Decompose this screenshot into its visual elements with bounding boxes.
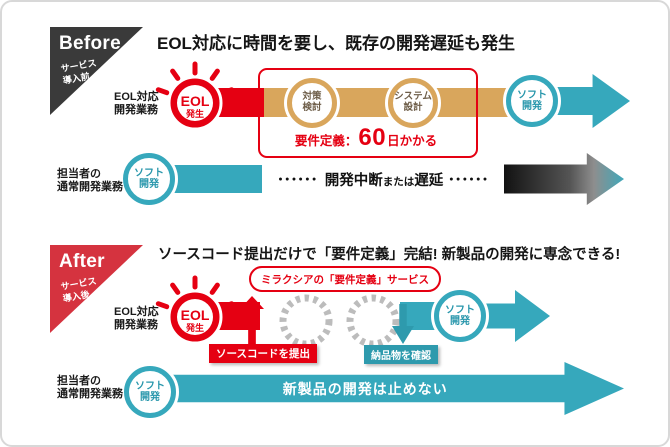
before-softdev-bottom-line1: ソフト — [134, 167, 164, 179]
before-softdev-top-line2: 開発 — [522, 101, 542, 112]
service-step-circle-1 — [279, 294, 333, 348]
before-softdev-top-line1: ソフト — [517, 89, 547, 101]
before-headline: EOL対応に時間を要し、既存の開発遅延も発生 — [157, 34, 515, 53]
after-eol-badge-line2: 発生 — [185, 322, 204, 333]
after-eol-badge-line1: EOL — [181, 307, 210, 323]
before-normal-task-line1: 担当者の — [57, 168, 101, 180]
before-eol-task-label-line1: EOL対応 — [114, 91, 159, 103]
before-interruption-note: ●●●●●● 開発中断 または 遅延 ●●●●●● — [262, 167, 506, 191]
interruption-text-2: または — [382, 175, 415, 188]
before-softdev-bottom-circle: ソフト 開発 — [123, 153, 175, 205]
before-step2-line1: システム — [394, 91, 432, 103]
before-eol-badge-line2: 発生 — [185, 108, 204, 119]
after-normal-task-line2: 通常開発業務 — [57, 388, 123, 401]
before-eol-task-label: EOL対応 開発業務 — [114, 91, 159, 117]
before-delay-gradient-arrow — [504, 153, 624, 205]
before-ribbon-title: Before — [59, 33, 121, 54]
after-softdev-bottom-line1: ソフト — [135, 380, 165, 392]
before-softdev-top-circle: ソフト 開発 — [506, 75, 558, 127]
before-step2-line2: 設計 — [403, 102, 423, 113]
before-softdev-bottom-line2: 開発 — [139, 179, 159, 190]
before-bottom-teal-bar — [167, 165, 262, 193]
before-normal-task-label: 担当者の 通常開発業務 — [57, 168, 123, 194]
after-softdev-top-circle: ソフト 開発 — [434, 290, 486, 342]
after-eol-burst-icon: EOL 発生 — [155, 275, 235, 345]
before-step1-line2: 検討 — [302, 102, 322, 113]
interruption-text-1: 開発中断 — [324, 172, 383, 189]
before-requirements-callout: 要件定義： 60 日かかる — [260, 124, 472, 152]
before-step-taisaku-circle: 対策 検討 — [287, 78, 337, 128]
after-eol-task-line1: EOL対応 — [114, 306, 159, 318]
after-softdev-bottom-circle: ソフト 開発 — [124, 366, 176, 418]
after-normal-task-line1: 担当者の — [57, 375, 101, 387]
before-ribbon-subtitle: サービス 導入前 — [60, 58, 100, 87]
burst-rays-icon — [155, 275, 235, 310]
callout-suffix: 日かかる — [387, 134, 438, 148]
callout-prefix: 要件定義： — [294, 134, 358, 148]
burst-rays-icon — [155, 61, 235, 96]
after-ribbon-title: After — [59, 251, 105, 272]
interruption-text-3: 遅延 — [414, 172, 444, 189]
before-step-system-circle: システム 設計 — [388, 78, 438, 128]
after-top-flow-arrow — [480, 290, 550, 342]
before-normal-task-line2: 通常開発業務 — [57, 181, 123, 194]
before-eol-task-label-line2: 開発業務 — [114, 104, 158, 117]
after-ribbon-subtitle: サービス 導入後 — [60, 276, 100, 305]
submit-source-tag: ソースコードを提出 — [209, 344, 317, 363]
dots-left: ●●●●●● — [278, 175, 319, 183]
after-eol-task-line2: 開発業務 — [114, 319, 158, 332]
confirm-deliverables-tag: 納品物を確認 — [364, 345, 438, 364]
before-step1-line1: 対策 — [302, 91, 322, 103]
no-stop-text: 新製品の開発は止めない — [282, 380, 448, 397]
after-softdev-bottom-line2: 開発 — [140, 392, 160, 403]
after-softdev-top-line1: ソフト — [445, 304, 475, 316]
after-normal-task-label: 担当者の 通常開発業務 — [57, 375, 123, 401]
after-eol-task-label: EOL対応 開発業務 — [114, 306, 159, 332]
after-no-stop-arrow: 新製品の開発は止めない — [166, 362, 624, 415]
dots-right: ●●●●●● — [449, 175, 490, 183]
after-headline: ソースコード提出だけで「要件定義」完結! 新製品の開発に専念できる! — [158, 247, 621, 263]
after-softdev-top-line2: 開発 — [450, 316, 470, 327]
before-eol-burst-icon: EOL 発生 — [155, 61, 235, 131]
before-top-flow-arrow — [552, 74, 630, 128]
service-step-circle-2 — [346, 294, 400, 348]
miraxia-service-pill: ミラクシアの「要件定義」サービス — [249, 266, 441, 292]
callout-days-number: 60 — [358, 124, 387, 151]
before-eol-badge-line1: EOL — [181, 93, 210, 109]
